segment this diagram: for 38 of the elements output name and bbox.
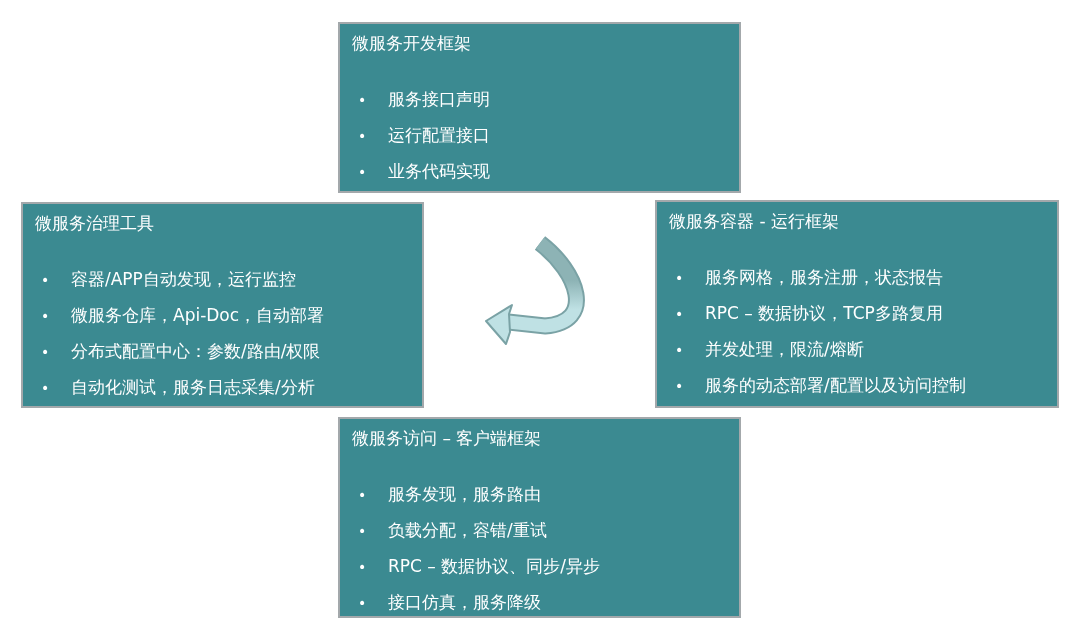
list-item-text: 容器/APP自动发现，运行监控 <box>71 268 296 292</box>
box-heading: 微服务治理工具 <box>35 212 155 235</box>
list-item-text: 服务的动态部署/配置以及访问控制 <box>705 374 966 398</box>
list-item-text: 服务网格，服务注册，状态报告 <box>705 266 943 290</box>
list-item-text: 分布式配置中心：参数/路由/权限 <box>71 340 321 364</box>
bullet-mark: • <box>358 593 368 613</box>
box-heading: 微服务访问 – 客户端框架 <box>352 427 543 450</box>
list-item-text: RPC – 数据协议、同步/异步 <box>388 555 600 579</box>
bullet-mark: • <box>41 270 51 290</box>
list-item-text: 业务代码实现 <box>388 160 490 184</box>
list-item-text: 微服务仓库，Api-Doc，自动部署 <box>71 304 325 328</box>
list-item-text: 运行配置接口 <box>388 124 490 148</box>
bullet-mark: • <box>358 126 368 146</box>
list-item-text: 自动化测试，服务日志采集/分析 <box>71 376 315 400</box>
bullet-mark: • <box>41 342 51 362</box>
list-item-text: RPC – 数据协议，TCP多路复用 <box>705 302 943 326</box>
box-heading: 微服务容器 - 运行框架 <box>669 210 840 233</box>
bullet-mark: • <box>358 521 368 541</box>
process-box <box>655 200 1059 408</box>
bullet-mark: • <box>358 162 368 182</box>
list-item-text: 服务接口声明 <box>388 88 490 112</box>
bullet-mark: • <box>358 557 368 577</box>
process-box <box>338 417 741 618</box>
bullet-mark: • <box>675 268 685 288</box>
bullet-mark: • <box>675 304 685 324</box>
bullet-mark: • <box>358 485 368 505</box>
process-box <box>338 22 741 193</box>
list-item-text: 负载分配，容错/重试 <box>388 519 547 543</box>
list-item-text: 服务发现，服务路由 <box>388 483 541 507</box>
list-item-text: 接口仿真，服务降级 <box>388 591 541 615</box>
process-box <box>21 202 424 408</box>
bullet-mark: • <box>41 378 51 398</box>
bullet-mark: • <box>675 340 685 360</box>
bullet-mark: • <box>41 306 51 326</box>
list-item-text: 并发处理，限流/熔断 <box>705 338 864 362</box>
bullet-mark: • <box>675 376 685 396</box>
box-heading: 微服务开发框架 <box>352 32 472 55</box>
bullet-mark: • <box>358 90 368 110</box>
